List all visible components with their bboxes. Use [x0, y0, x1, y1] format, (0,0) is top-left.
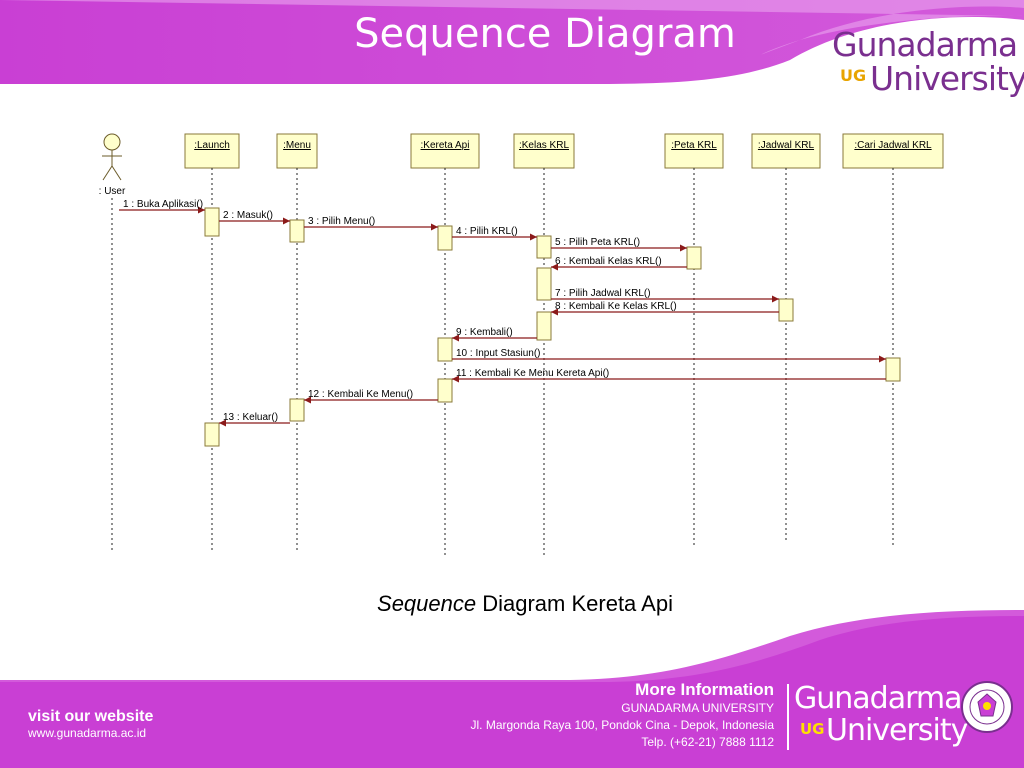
- activation-box: [289, 398, 305, 422]
- arrow-head: [304, 396, 311, 404]
- university-logo: Gunadarma UG University: [826, 28, 1024, 102]
- activation-box: [289, 219, 305, 243]
- caption-italic: Sequence: [377, 591, 477, 616]
- actor-leg-right: [111, 165, 122, 181]
- lifeline-label: :Launch: [194, 140, 230, 151]
- message-label: 7 : Pilih Jadwal KRL(): [555, 288, 651, 299]
- footer-banner: [0, 610, 1024, 768]
- footer-logo-ug-mark: UG: [800, 720, 825, 738]
- arrow-head: [452, 334, 459, 342]
- org-name: GUNADARMA UNIVERSITY: [621, 701, 774, 715]
- activation-box: [686, 246, 702, 270]
- footer-logo-line2: University: [826, 713, 968, 748]
- activation-box: [204, 207, 220, 237]
- arrow-head: [283, 217, 290, 225]
- lifeline-label: :Kereta Api: [421, 140, 470, 151]
- lifeline-label: :Jadwal KRL: [758, 140, 815, 151]
- lifeline-box: [513, 133, 575, 169]
- lifeline-box: [276, 133, 318, 169]
- message-label: 6 : Kembali Kelas KRL(): [555, 256, 662, 267]
- arrow-head: [680, 244, 687, 252]
- footer-divider: [787, 684, 789, 750]
- lifeline-box: [664, 133, 724, 169]
- arrow-head: [879, 355, 886, 363]
- phone: Telp. (+62-21) 7888 1112: [641, 735, 774, 749]
- address: Jl. Margonda Raya 100, Pondok Cina - Dep…: [470, 718, 774, 732]
- message-label: 11 : Kembali Ke Menu Kereta Api(): [456, 368, 609, 379]
- arrow-head: [551, 263, 558, 271]
- arrow-head: [219, 419, 226, 427]
- lifeline-box: [410, 133, 480, 169]
- message-label: 13 : Keluar(): [223, 412, 278, 423]
- lifeline-label: :Cari Jadwal KRL: [854, 140, 932, 151]
- slide-title: Sequence Diagram: [354, 11, 736, 57]
- arrow-head: [551, 308, 558, 316]
- arrow-head: [530, 233, 537, 241]
- activation-box: [437, 378, 453, 403]
- lifeline-label: :Kelas KRL: [519, 140, 569, 151]
- caption-rest: Diagram Kereta Api: [476, 591, 673, 616]
- header-banner: [0, 0, 1024, 84]
- activation-box: [437, 337, 453, 362]
- activation-box: [437, 225, 453, 251]
- actor-leg-left: [102, 165, 113, 181]
- website-link[interactable]: www.gunadarma.ac.id: [28, 726, 147, 740]
- visit-website-label: visit our website: [28, 708, 154, 725]
- actor-label: : User: [99, 186, 126, 197]
- message-label: 1 : Buka Aplikasi(): [123, 199, 203, 210]
- lifeline-label: :Peta KRL: [671, 140, 717, 151]
- arrow-head: [198, 206, 205, 214]
- sequence-diagram: : User :Launch :Menu :Kereta Api :Kelas KRL:…: [99, 133, 944, 558]
- activation-box: [778, 298, 794, 322]
- footer-university-logo: Gunadarma UG University: [792, 681, 968, 752]
- message-label: 10 : Input Stasiun(): [456, 348, 541, 359]
- logo-text-line2: University: [870, 59, 1024, 98]
- arrow-head: [452, 375, 459, 383]
- lifeline-box: [184, 133, 240, 169]
- message-label: 2 : Masuk(): [223, 210, 273, 221]
- footer-logo-line1: Gunadarma: [794, 681, 962, 716]
- message-label: 9 : Kembali(): [456, 327, 513, 338]
- activation-box: [536, 311, 552, 341]
- activation-box: [536, 267, 552, 301]
- message-label: 4 : Pilih KRL(): [456, 226, 518, 237]
- activation-box: [536, 235, 552, 259]
- message-label: 3 : Pilih Menu(): [308, 216, 375, 227]
- arrow-head: [431, 223, 438, 231]
- more-info-title: More Information: [635, 680, 774, 699]
- activation-box: [204, 422, 220, 447]
- diagram-caption: Sequence Diagram Kereta Api: [250, 591, 800, 617]
- activation-box: [885, 357, 901, 382]
- message-label: 5 : Pilih Peta KRL(): [555, 237, 640, 248]
- arrow-head: [772, 295, 779, 303]
- lifeline-label: :Menu: [283, 140, 311, 151]
- message-label: 8 : Kembali Ke Kelas KRL(): [555, 301, 677, 312]
- logo-ug-mark: UG: [840, 66, 867, 85]
- university-seal-icon: [961, 681, 1013, 733]
- actor-head: [103, 133, 121, 151]
- logo-text-line1: Gunadarma: [832, 25, 1018, 64]
- contact-info: More Information GUNADARMA UNIVERSITY Jl…: [354, 680, 774, 751]
- message-label: 12 : Kembali Ke Menu(): [308, 389, 413, 400]
